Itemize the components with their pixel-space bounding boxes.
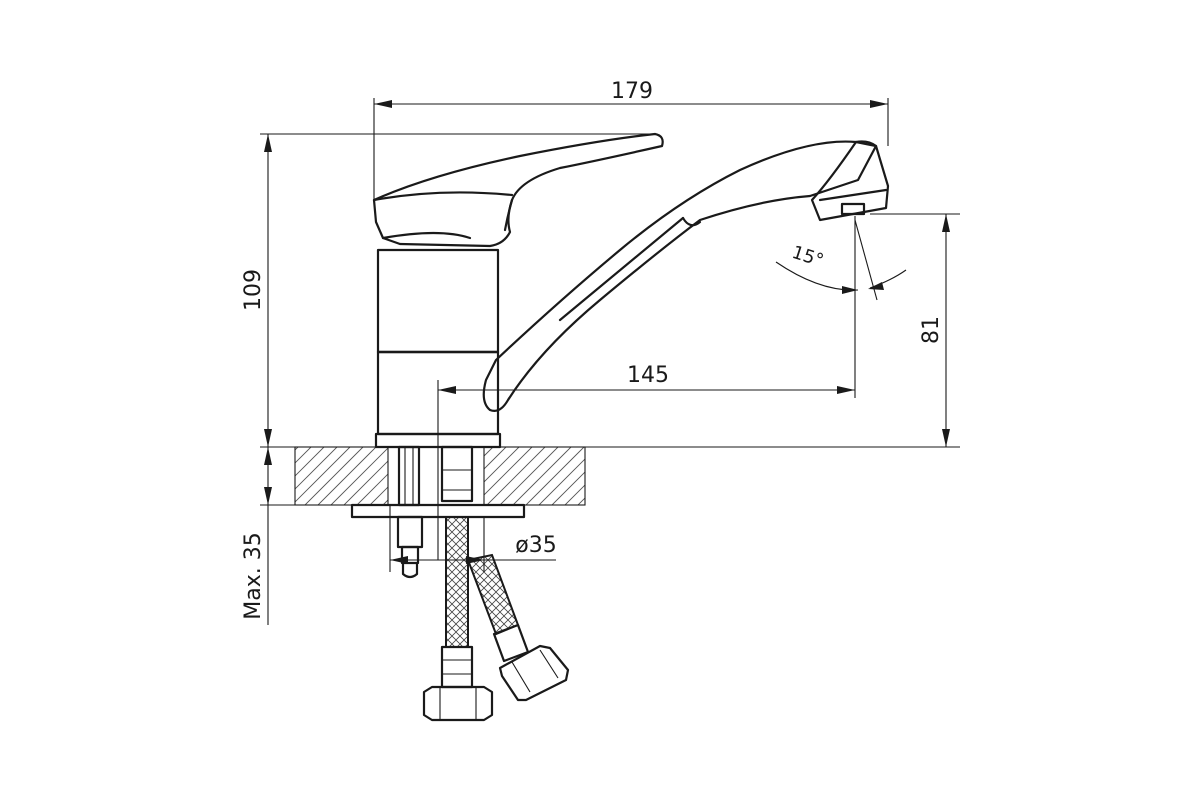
aerator-angle-label: 15° xyxy=(789,242,826,272)
height-dimension-label: 109 xyxy=(241,269,266,311)
hole-diameter-label: ø35 xyxy=(515,533,556,558)
countertop-section xyxy=(294,446,586,506)
spout xyxy=(482,140,890,412)
lever-handle xyxy=(372,132,664,248)
reach-dimension-label: 145 xyxy=(627,363,669,388)
spout-height-dimension-label: 81 xyxy=(919,316,944,344)
width-dimension-label: 179 xyxy=(611,79,653,104)
dimension-lines xyxy=(260,98,960,625)
supply-hoses xyxy=(422,445,570,722)
max-thickness-label: Max. 35 xyxy=(241,532,266,619)
